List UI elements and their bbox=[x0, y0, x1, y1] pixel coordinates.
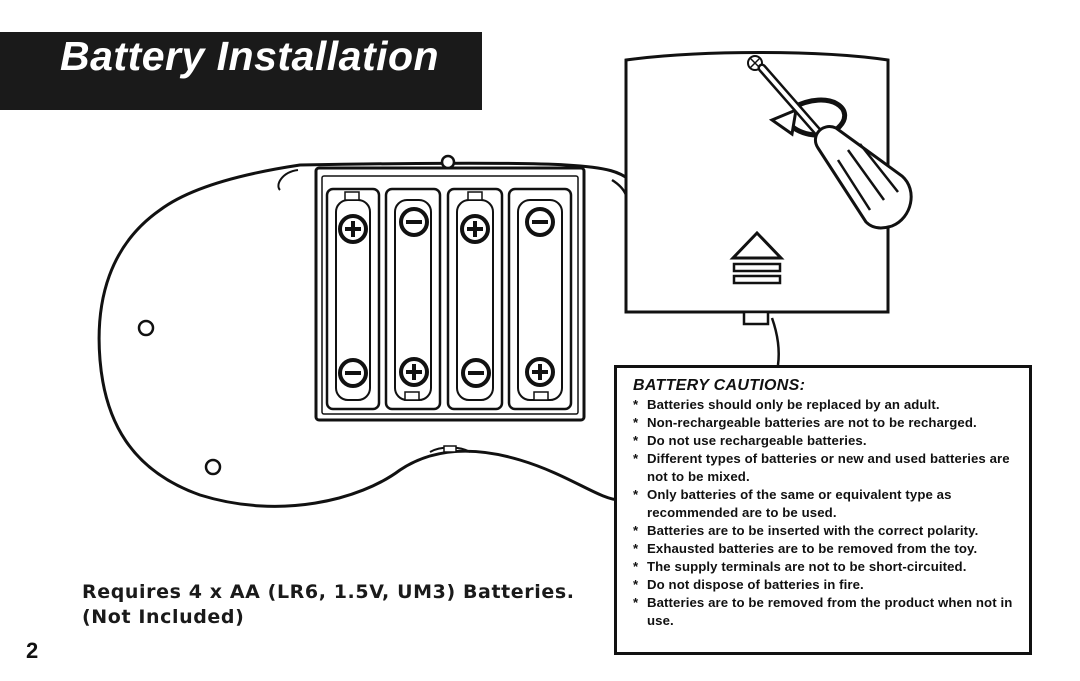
page-number: 2 bbox=[26, 638, 39, 663]
caution-item: * Different types of batteries or new and… bbox=[631, 450, 1027, 486]
plus-icon bbox=[399, 357, 429, 387]
caution-text: Do not dispose of batteries in fire. bbox=[647, 577, 864, 592]
bullet-star: * bbox=[633, 523, 639, 538]
eject-icon bbox=[729, 230, 785, 285]
battery-cautions-box: BATTERY CAUTIONS: * Batteries should only… bbox=[614, 365, 1032, 655]
cautions-heading: BATTERY CAUTIONS: bbox=[633, 377, 806, 394]
page-title: Battery Installation bbox=[60, 33, 440, 79]
battery-slot-3 bbox=[446, 187, 504, 411]
caution-text: Batteries are to be removed from the pro… bbox=[647, 595, 1013, 628]
compartment-screw-hole bbox=[440, 154, 456, 170]
plus-icon bbox=[460, 214, 490, 244]
minus-icon bbox=[338, 358, 368, 388]
requirements-line-2: (Not Included) bbox=[82, 606, 245, 628]
battery-slot-4 bbox=[507, 187, 573, 411]
bullet-star: * bbox=[633, 487, 639, 502]
requirements-line-1: Requires 4 x AA (LR6, 1.5V, UM3) Batteri… bbox=[82, 581, 575, 603]
cautions-list: * Batteries should only be replaced by an… bbox=[631, 396, 1027, 630]
caution-text: Batteries are to be inserted with the co… bbox=[647, 523, 979, 538]
caution-text: Batteries should only be replaced by an … bbox=[647, 397, 940, 412]
screw-hole bbox=[137, 319, 155, 337]
title-banner bbox=[0, 32, 482, 110]
screwdriver-icon bbox=[757, 63, 913, 230]
caution-item: * Non-rechargeable batteries are not to b… bbox=[631, 414, 1027, 432]
battery-cover bbox=[624, 51, 890, 314]
caution-text: Non-rechargeable batteries are not to be… bbox=[647, 415, 977, 430]
plus-icon bbox=[338, 214, 368, 244]
minus-icon bbox=[399, 207, 429, 237]
caution-text: Only batteries of the same or equivalent… bbox=[647, 487, 952, 520]
bullet-star: * bbox=[633, 559, 639, 574]
bullet-star: * bbox=[633, 595, 639, 610]
caution-item: * Exhausted batteries are to be removed f… bbox=[631, 540, 1027, 558]
caution-text: Exhausted batteries are to be removed fr… bbox=[647, 541, 978, 556]
minus-icon bbox=[525, 207, 555, 237]
caution-item: * Do not dispose of batteries in fire. bbox=[631, 576, 1027, 594]
battery-requirements: Requires 4 x AA (LR6, 1.5V, UM3) Batteri… bbox=[82, 580, 575, 630]
device-body bbox=[97, 161, 631, 508]
bullet-star: * bbox=[633, 577, 639, 592]
battery-slot-1 bbox=[325, 187, 381, 411]
plus-icon bbox=[525, 357, 555, 387]
caution-item: * Batteries are to be inserted with the c… bbox=[631, 522, 1027, 540]
rotate-arrow-icon bbox=[768, 97, 847, 138]
bullet-star: * bbox=[633, 415, 639, 430]
caution-item: * Batteries should only be replaced by an… bbox=[631, 396, 1027, 414]
caution-item: * The supply terminals are not to be shor… bbox=[631, 558, 1027, 576]
bullet-star: * bbox=[633, 541, 639, 556]
caution-item: * Do not use rechargeable batteries. bbox=[631, 432, 1027, 450]
caution-text: The supply terminals are not to be short… bbox=[647, 559, 967, 574]
caution-item: * Only batteries of the same or equivalen… bbox=[631, 486, 1027, 522]
bullet-star: * bbox=[633, 397, 639, 412]
caution-item: * Batteries are to be removed from the pr… bbox=[631, 594, 1027, 630]
bullet-star: * bbox=[633, 451, 639, 466]
bullet-star: * bbox=[633, 433, 639, 448]
battery-slot-2 bbox=[384, 187, 442, 411]
caution-text: Different types of batteries or new and … bbox=[647, 451, 1010, 484]
minus-icon bbox=[461, 358, 491, 388]
screw-hole bbox=[204, 458, 222, 476]
caution-text: Do not use rechargeable batteries. bbox=[647, 433, 867, 448]
